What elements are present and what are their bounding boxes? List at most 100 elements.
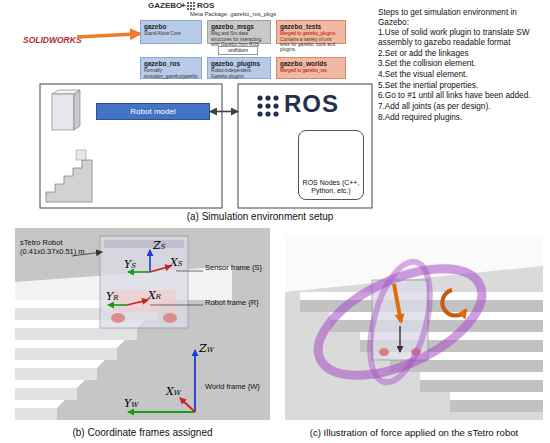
- text-label: +: [181, 1, 189, 10]
- node-note: Robot-independent Gazebo plugins: [208, 68, 270, 79]
- ros-dots-part: [187, 5, 189, 7]
- frames-scene-part: [128, 271, 150, 273]
- force-scene-part: [420, 380, 543, 392]
- node-title: Robot model: [97, 104, 209, 119]
- force-scene-part: [330, 320, 543, 332]
- ros-dots-part: [273, 103, 278, 108]
- frames-scene-part: [180, 398, 195, 412]
- model-frame: [40, 84, 222, 208]
- node-title: gazebo_plugins: [208, 58, 270, 68]
- text-label: Sensor frame {S}: [205, 263, 265, 272]
- frames-scene-part: [176, 271, 203, 272]
- node-note: Contains a variety of unit tests for gaz…: [277, 37, 345, 53]
- axis-label: ZW: [199, 343, 219, 354]
- step-text: 8.Add required plugins.: [378, 113, 548, 123]
- frames-scene-part: [108, 304, 127, 306]
- model-frame-part: [46, 160, 92, 202]
- ros-dots-part: [265, 111, 270, 116]
- package-box: gazebo_pluginsRobot-independent Gazebo p…: [207, 57, 271, 79]
- model-box: Robot model: [96, 103, 210, 120]
- node-title: urdfdom: [219, 47, 257, 54]
- step-text: 5.Set the inertial properties.: [378, 81, 548, 91]
- axis-label: ZS: [153, 240, 173, 251]
- step-text: 2.Set or add the linkages: [378, 49, 548, 59]
- ros-dots-part: [190, 5, 192, 7]
- frames-scene-part: [112, 290, 176, 312]
- step-text: 4.Set the visual element.: [378, 70, 548, 80]
- text-label: (c) Illustration of force applied on the…: [280, 427, 548, 438]
- text-label: (b) Coordinate frames assigned: [15, 427, 270, 438]
- node-title: gazebo_worlds: [277, 58, 345, 68]
- ros-dots-part: [257, 95, 262, 100]
- package-box: gazebo_msgsMsg and Srv data structures f…: [207, 20, 271, 44]
- ros-nodes-box: ROS Nodes (C++, Python, etc.): [298, 130, 364, 200]
- node-note: Formally simulator_gazebo/gazebo: [141, 68, 201, 79]
- step-text: 3.Set the collision element.: [378, 59, 548, 69]
- frames-scene-part: [150, 305, 203, 306]
- frames-scene-part: [127, 300, 148, 305]
- ros-dots-part: [273, 95, 278, 100]
- package-box: gazebo_worldsMerged to gazebo_ros: [276, 57, 346, 79]
- frames-scene-part: [111, 313, 125, 323]
- force-scene-part: [450, 392, 543, 400]
- node-title: ROS Nodes (C++, Python, etc.): [301, 179, 361, 195]
- model-frame-part: [40, 84, 222, 208]
- axis-label: YS: [124, 259, 144, 270]
- model-frame-part: [74, 90, 80, 130]
- node-title: gazebo_msgs: [208, 21, 270, 31]
- node-note: Merged to gazebo_ros: [277, 68, 345, 73]
- node-title: gazebo: [141, 21, 201, 31]
- axis-label: YR: [106, 291, 126, 302]
- ros-frame-part: [238, 84, 372, 208]
- force-scene-part: [399, 326, 400, 352]
- frames-scene-part: [15, 328, 137, 340]
- force-scene-part: [359, 255, 441, 388]
- step-text: 7.Add all joints (as per design).: [378, 102, 548, 112]
- step-text: Steps to get simulation environment in G…: [378, 8, 548, 27]
- frames-scene-part: [100, 236, 188, 328]
- software-logo: SOLIDWORKS: [5, 28, 77, 50]
- node-note: Merged to gazebo_plugins: [277, 31, 345, 36]
- text-label: (a) Simulation environment setup: [130, 211, 390, 222]
- frames-scene-part: [15, 340, 125, 348]
- ros-dots-part: [187, 8, 189, 10]
- text-label: sTetro Robot (0.41x0.37x0.51) m: [20, 238, 100, 256]
- axis-label: XS: [170, 257, 190, 268]
- ros-dots-part: [190, 2, 192, 4]
- force-scene-part: [330, 312, 543, 320]
- step-text: 6.Go to #1 until all links have been add…: [378, 91, 548, 101]
- force-scene-part: [420, 372, 543, 380]
- force-scene-part: [394, 284, 401, 322]
- frames-scene-part: [15, 360, 105, 368]
- library-box: urdfdom: [218, 46, 258, 55]
- frames-scene: [15, 228, 270, 420]
- force-scene-part: [442, 290, 466, 316]
- frames-scene-part: [128, 411, 195, 413]
- node-note: Msg and Srv data structures for interact…: [208, 31, 270, 47]
- ros-frame: [238, 84, 372, 208]
- package-box: gazeboStand Alone Core: [140, 20, 202, 44]
- frames-scene-part: [15, 388, 77, 400]
- model-frame-part: [76, 150, 86, 160]
- ros-dots-part: [257, 111, 262, 116]
- connector-arrow: [210, 111, 238, 113]
- frames-scene-part: [15, 400, 65, 408]
- node-title: ROS: [284, 92, 339, 116]
- ros-dots-part: [187, 2, 189, 4]
- text-label: Meta Package: gazebo_ros_pkgs: [190, 11, 300, 17]
- frames-scene-part: [194, 350, 196, 412]
- ros-dots-part: [193, 2, 195, 4]
- frames-scene-part: [15, 348, 117, 360]
- text-label: World frame {W}: [205, 382, 265, 391]
- node-title: gazebo_ros: [141, 58, 201, 68]
- text-label: Robot frame {R}: [205, 298, 265, 307]
- steps-list: Steps to get simulation environment in G…: [378, 8, 548, 123]
- axis-label: XR: [148, 290, 168, 301]
- frames-scene-part: [15, 408, 57, 420]
- frames-scene-part: [15, 380, 85, 388]
- frames-scene-part: [149, 250, 151, 272]
- ros-dots-part: [257, 103, 262, 108]
- ros-dots-part: [265, 103, 270, 108]
